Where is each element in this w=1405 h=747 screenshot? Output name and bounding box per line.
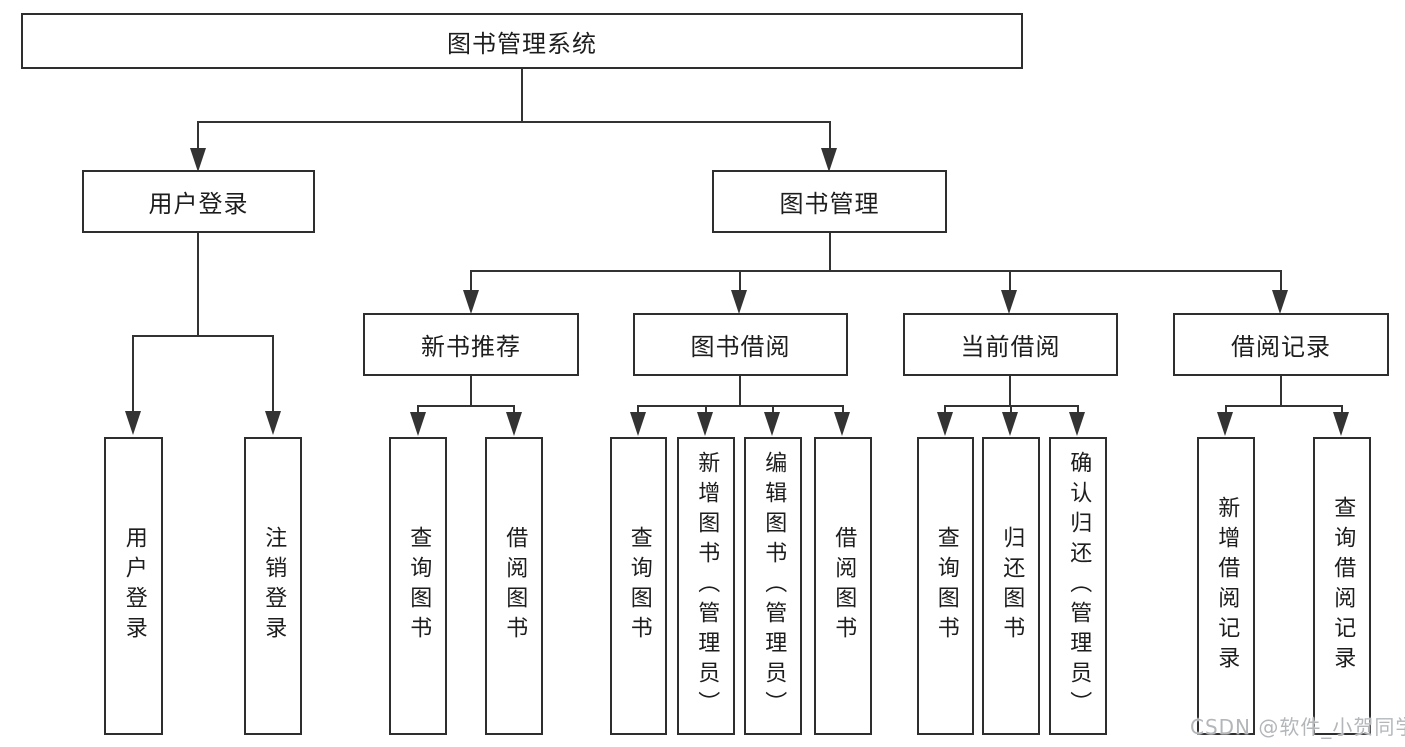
- connector-stub-add-book: [705, 405, 707, 414]
- arrowhead-borrow-record-icon: [1272, 290, 1288, 314]
- arrowhead-book-borrow-icon: [731, 290, 747, 314]
- leaf-add-borrow-record: 新增借阅记录: [1197, 437, 1255, 735]
- arrowhead-return-book-icon: [1002, 412, 1018, 436]
- leaf-return-book: 归还图书: [982, 437, 1040, 735]
- arrowhead-confirm-return-icon: [1069, 412, 1085, 436]
- connector-stub-book-mgmt: [829, 121, 831, 150]
- connector-group3-hline: [637, 405, 844, 407]
- node-root: 图书管理系统: [21, 13, 1023, 69]
- leaf-edit-book-admin: 编辑图书（管理员）: [744, 437, 802, 735]
- connector-level2-hline: [197, 121, 831, 123]
- connector-group1-hline: [132, 335, 274, 337]
- connector-root-trunk: [521, 69, 523, 122]
- connector-stub-confirm-return: [1077, 405, 1079, 414]
- csdn-watermark: CSDN @软件_小贺同学: [1190, 715, 1405, 739]
- connector-stub-leaf-logout: [272, 335, 274, 413]
- arrowhead-borrow-book-borrow-icon: [834, 412, 850, 436]
- connector-stub-query-borrow-record: [1341, 405, 1343, 414]
- connector-stub-query-book-borrow: [637, 405, 639, 414]
- arrowhead-add-book-icon: [697, 412, 713, 436]
- leaf-query-borrow-record: 查询借阅记录: [1313, 437, 1371, 735]
- connector-stub-return-book: [1010, 405, 1012, 414]
- arrowhead-borrow-book-rec-icon: [506, 412, 522, 436]
- connector-user-login-trunk: [197, 233, 199, 337]
- node-book-borrow: 图书借阅: [633, 313, 848, 376]
- connector-stub-borrow-book-borrow: [842, 405, 844, 414]
- connector-level3-hline: [470, 270, 1282, 272]
- node-current-borrow: 当前借阅: [903, 313, 1118, 376]
- connector-stub-leaf-user-login: [132, 335, 134, 413]
- leaf-borrow-book-rec: 借阅图书: [485, 437, 543, 735]
- leaf-query-book-current: 查询图书: [917, 437, 974, 735]
- node-new-book-rec: 新书推荐: [363, 313, 579, 376]
- arrowhead-user-login-icon: [190, 148, 206, 172]
- arrowhead-leaf-logout-icon: [265, 411, 281, 435]
- arrowhead-query-book-current-icon: [937, 412, 953, 436]
- arrowhead-edit-book-icon: [764, 412, 780, 436]
- node-user-login: 用户登录: [82, 170, 315, 233]
- leaf-confirm-return-admin: 确认归还（管理员）: [1049, 437, 1107, 735]
- connector-stub-borrow-record: [1280, 270, 1282, 292]
- arrowhead-add-borrow-record-icon: [1217, 412, 1233, 436]
- connector-stub-query-book-rec: [417, 405, 419, 414]
- leaf-logout-login: 注销登录: [244, 437, 302, 735]
- connector-stub-user-login: [197, 121, 199, 150]
- connector-borrow-record-trunk: [1280, 376, 1282, 407]
- connector-book-mgmt-trunk: [829, 232, 831, 272]
- arrowhead-current-borrow-icon: [1001, 290, 1017, 314]
- arrowhead-new-book-rec-icon: [463, 290, 479, 314]
- leaf-add-book-admin: 新增图书（管理员）: [677, 437, 735, 735]
- connector-stub-new-book-rec: [470, 270, 472, 292]
- leaf-query-book-rec: 查询图书: [389, 437, 447, 735]
- arrowhead-query-book-rec-icon: [410, 412, 426, 436]
- connector-stub-borrow-book-rec: [513, 405, 515, 414]
- connector-stub-edit-book: [772, 405, 774, 414]
- arrowhead-query-book-borrow-icon: [630, 412, 646, 436]
- connector-current-borrow-trunk: [1009, 376, 1011, 407]
- leaf-user-login: 用户登录: [104, 437, 163, 735]
- connector-stub-book-borrow: [739, 270, 741, 292]
- arrowhead-query-borrow-record-icon: [1333, 412, 1349, 436]
- connector-group2-hline: [417, 405, 515, 407]
- connector-stub-query-book-current: [944, 405, 946, 414]
- leaf-query-book-borrow: 查询图书: [610, 437, 667, 735]
- arrowhead-book-mgmt-icon: [821, 148, 837, 172]
- connector-book-borrow-trunk: [739, 376, 741, 407]
- connector-new-book-rec-trunk: [470, 376, 472, 407]
- connector-group5-hline: [1225, 405, 1343, 407]
- leaf-borrow-book-borrow: 借阅图书: [814, 437, 872, 735]
- arrowhead-leaf-user-login-icon: [125, 411, 141, 435]
- node-book-mgmt: 图书管理: [712, 170, 947, 233]
- node-borrow-record: 借阅记录: [1173, 313, 1389, 376]
- connector-stub-current-borrow: [1009, 270, 1011, 292]
- connector-stub-add-borrow-record: [1225, 405, 1227, 414]
